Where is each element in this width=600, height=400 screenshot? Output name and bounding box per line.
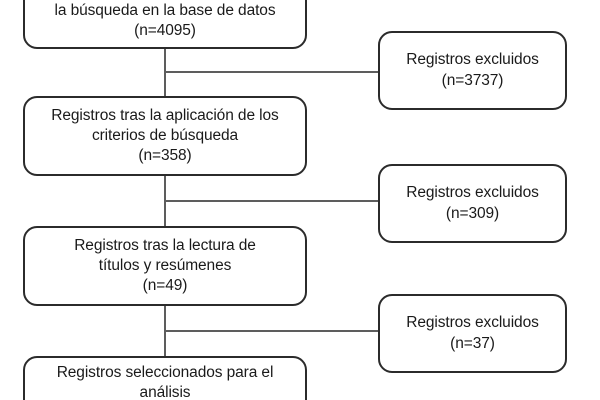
stage-selected-line-2: análisis bbox=[139, 384, 191, 400]
stage-identified-count: (n=4095) bbox=[134, 21, 196, 39]
stage-criteria-line-2: criterios de búsqueda bbox=[91, 126, 239, 144]
stage-box-selected: Registros seleccionados para el análisis bbox=[23, 356, 307, 400]
excluded-1-count: (n=3737) bbox=[441, 71, 504, 89]
excluded-1-label: Registros excluidos bbox=[406, 51, 539, 69]
connector-horizontal-to-excluded-3 bbox=[164, 330, 379, 332]
excluded-3-count: (n=37) bbox=[450, 334, 495, 352]
stage-box-criteria: Registros tras la aplicación de los crit… bbox=[23, 96, 307, 176]
stage-identified-line-1: la búsqueda en la base de datos bbox=[54, 1, 276, 19]
stage-criteria-line-1: Registros tras la aplicación de los bbox=[51, 106, 279, 124]
stage-box-titles: Registros tras la lectura de títulos y r… bbox=[23, 226, 307, 306]
excluded-box-2: Registros excluidos (n=309) bbox=[378, 164, 567, 243]
connector-horizontal-to-excluded-2 bbox=[164, 200, 379, 202]
stage-selected-line-1: Registros seleccionados para el bbox=[56, 364, 274, 381]
excluded-2-label: Registros excluidos bbox=[406, 184, 539, 202]
stage-criteria-count: (n=358) bbox=[138, 147, 192, 165]
stage-titles-count: (n=49) bbox=[142, 277, 188, 295]
stage-titles-line-2: títulos y resúmenes bbox=[98, 256, 232, 274]
excluded-2-count: (n=309) bbox=[445, 204, 500, 222]
connector-horizontal-to-excluded-1 bbox=[164, 71, 379, 73]
excluded-box-1: Registros excluidos (n=3737) bbox=[378, 31, 567, 110]
excluded-3-label: Registros excluidos bbox=[406, 314, 539, 332]
stage-titles-line-1: Registros tras la lectura de bbox=[74, 236, 256, 254]
stage-box-identified: la búsqueda en la base de datos (n=4095) bbox=[23, 0, 307, 49]
excluded-box-3: Registros excluidos (n=37) bbox=[378, 294, 567, 373]
